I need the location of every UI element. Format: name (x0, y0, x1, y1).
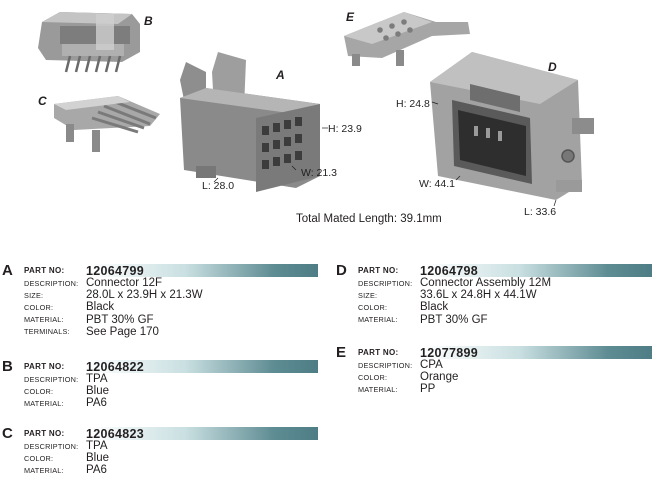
dim-a-height: H: 23.9 (328, 123, 362, 135)
spec-letter: E (336, 344, 347, 361)
figure-label-c: C (38, 94, 47, 108)
spec-key: DESCRIPTION: (24, 374, 79, 384)
spec-value: TPA (86, 440, 108, 453)
part-no-label: PART NO: (358, 266, 399, 275)
part-a-drawing (180, 52, 320, 192)
spec-key: DESCRIPTION: (358, 278, 413, 288)
part-c-drawing (54, 96, 160, 152)
dim-d-height: H: 24.8 (396, 98, 430, 110)
spec-block-c: C PART NO: 12064823 DESCRIPTION: TPA COLO… (2, 425, 318, 477)
spec-row: MATERIAL: PBT 30% GF (358, 314, 652, 326)
spec-key: COLOR: (358, 302, 388, 312)
dim-a-length: L: 28.0 (202, 180, 235, 192)
spec-value: Black (420, 301, 449, 314)
spec-key: MATERIAL: (24, 465, 64, 475)
spec-row: MATERIAL: PP (358, 383, 652, 395)
part-d-drawing (430, 52, 594, 200)
spec-key: DESCRIPTION: (358, 360, 413, 370)
spec-key: COLOR: (24, 302, 54, 312)
part-e-drawing (344, 12, 470, 66)
spec-block-d: D PART NO: 12064798 DESCRIPTION: Connecto… (336, 262, 652, 326)
figure-label-e: E (346, 10, 355, 24)
part-no-label: PART NO: (358, 348, 399, 357)
spec-row: DESCRIPTION: TPA (24, 440, 318, 452)
spec-row: SIZE: 28.0L x 23.9H x 21.3W (24, 289, 318, 301)
part-no-value: 12064799 (86, 263, 145, 278)
spec-key: COLOR: (24, 386, 54, 396)
spec-key: DESCRIPTION: (24, 441, 79, 451)
spec-value: Orange (420, 371, 459, 384)
spec-row: TERMINALS: See Page 170 (24, 326, 318, 338)
spec-row: COLOR: Black (24, 301, 318, 313)
connector-illustration (38, 12, 594, 207)
spec-value: CPA (420, 359, 443, 372)
spec-row: SIZE: 33.6L x 24.8H x 44.1W (358, 289, 652, 301)
part-number-bar: PART NO: 12064798 (358, 263, 652, 278)
part-no-value: 12064798 (420, 263, 479, 278)
spec-value: PP (420, 383, 436, 396)
spec-value: 28.0L x 23.9H x 21.3W (86, 289, 203, 302)
spec-value: PA6 (86, 464, 107, 477)
figure-label-d: D (548, 60, 557, 74)
part-no-value: 12064823 (86, 426, 145, 441)
spec-row: COLOR: Black (358, 301, 652, 313)
spec-key: COLOR: (24, 453, 54, 463)
spec-value: Blue (86, 385, 110, 398)
dimension-leaders (213, 101, 557, 207)
part-no-value: 12064822 (86, 359, 145, 374)
spec-row: MATERIAL: PA6 (24, 464, 318, 476)
spec-row: MATERIAL: PBT 30% GF (24, 314, 318, 326)
spec-value: PBT 30% GF (420, 313, 488, 326)
part-b-drawing (38, 12, 140, 73)
dim-a-width: W: 21.3 (301, 167, 337, 179)
spec-key: SIZE: (358, 290, 378, 300)
part-number-bar: PART NO: 12064822 (24, 359, 318, 374)
spec-key: SIZE: (24, 290, 44, 300)
spec-letter: B (2, 358, 13, 375)
spec-value: Connector Assembly 12M (420, 277, 552, 290)
part-no-label: PART NO: (24, 429, 65, 438)
spec-key: DESCRIPTION: (24, 278, 79, 288)
spec-letter: A (2, 262, 13, 279)
spec-block-b: B PART NO: 12064822 DESCRIPTION: TPA COLO… (2, 358, 318, 410)
spec-value: See Page 170 (86, 325, 159, 338)
spec-key: TERMINALS: (24, 327, 70, 337)
part-no-value: 12077899 (420, 345, 479, 360)
spec-letter: D (336, 262, 347, 279)
figure-label-a: A (276, 68, 285, 82)
spec-row: MATERIAL: PA6 (24, 397, 318, 409)
part-number-bar: PART NO: 12064799 (24, 263, 318, 278)
total-mated-length: Total Mated Length: 39.1mm (296, 213, 442, 225)
part-number-bar: PART NO: 12077899 (358, 345, 652, 360)
spec-row: COLOR: Blue (24, 385, 318, 397)
spec-key: MATERIAL: (24, 398, 64, 408)
part-number-bar: PART NO: 12064823 (24, 426, 318, 441)
spec-value: TPA (86, 373, 108, 386)
spec-row: DESCRIPTION: TPA (24, 373, 318, 385)
spec-row: DESCRIPTION: Connector Assembly 12M (358, 277, 652, 289)
spec-value: Blue (86, 452, 110, 465)
part-no-label: PART NO: (24, 362, 65, 371)
spec-block-a: A PART NO: 12064799 DESCRIPTION: Connecto… (2, 262, 318, 338)
figure-label-b: B (144, 14, 153, 28)
spec-block-e: E PART NO: 12077899 DESCRIPTION: CPA COLO… (336, 344, 652, 396)
spec-letter: C (2, 425, 13, 442)
spec-row: DESCRIPTION: CPA (358, 359, 652, 371)
spec-value: PA6 (86, 397, 107, 410)
spec-key: MATERIAL: (24, 315, 64, 325)
part-no-label: PART NO: (24, 266, 65, 275)
dim-d-length: L: 33.6 (524, 206, 557, 218)
spec-key: MATERIAL: (358, 315, 398, 325)
spec-value: Connector 12F (86, 277, 163, 290)
spec-row: COLOR: Blue (24, 452, 318, 464)
spec-value: 33.6L x 24.8H x 44.1W (420, 289, 537, 302)
spec-key: MATERIAL: (358, 384, 398, 394)
spec-row: DESCRIPTION: Connector 12F (24, 277, 318, 289)
spec-key: COLOR: (358, 372, 388, 382)
dim-d-width: W: 44.1 (419, 178, 455, 190)
spec-row: COLOR: Orange (358, 371, 652, 383)
spec-value: PBT 30% GF (86, 313, 154, 326)
spec-value: Black (86, 301, 115, 314)
